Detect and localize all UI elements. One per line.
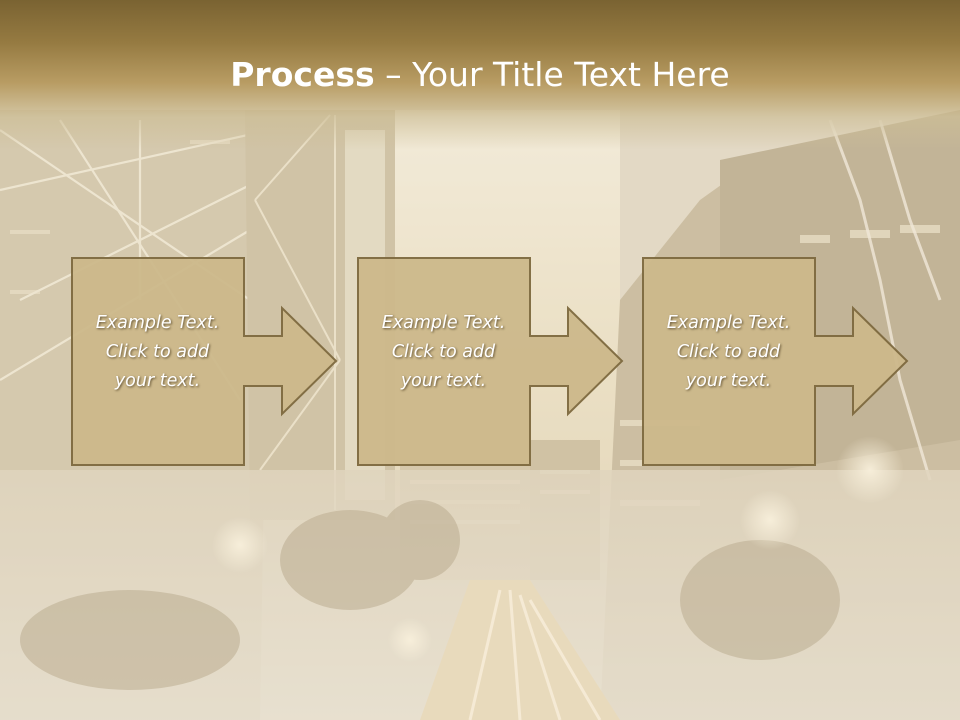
process-step-3[interactable]: Example Text. Click to add your text.: [642, 257, 909, 467]
step-3-line-3: your text.: [685, 371, 772, 391]
right-arrow-icon: [71, 257, 338, 466]
process-step-1[interactable]: Example Text. Click to add your text.: [71, 257, 338, 467]
step-2-line-3: your text.: [400, 371, 487, 391]
step-1-line-3: your text.: [114, 371, 201, 391]
step-2-text[interactable]: Example Text. Click to add your text.: [357, 309, 530, 396]
slide-title-text: Your Title Text Here: [412, 55, 730, 94]
step-2-line-1: Example Text.: [381, 313, 506, 333]
step-3-line-1: Example Text.: [666, 313, 791, 333]
step-1-line-2: Click to add: [105, 342, 210, 362]
process-step-2[interactable]: Example Text. Click to add your text.: [357, 257, 624, 467]
right-arrow-icon: [357, 257, 624, 466]
slide-title[interactable]: Process – Your Title Text Here: [0, 52, 960, 98]
step-3-text[interactable]: Example Text. Click to add your text.: [642, 309, 815, 396]
step-3-line-2: Click to add: [676, 342, 781, 362]
step-1-text[interactable]: Example Text. Click to add your text.: [71, 309, 244, 396]
step-1-line-1: Example Text.: [95, 313, 220, 333]
slide-title-separator: –: [374, 55, 413, 94]
slide-title-strong: Process: [230, 55, 375, 94]
step-2-line-2: Click to add: [391, 342, 496, 362]
title-band: [0, 0, 960, 150]
right-arrow-icon: [642, 257, 909, 466]
